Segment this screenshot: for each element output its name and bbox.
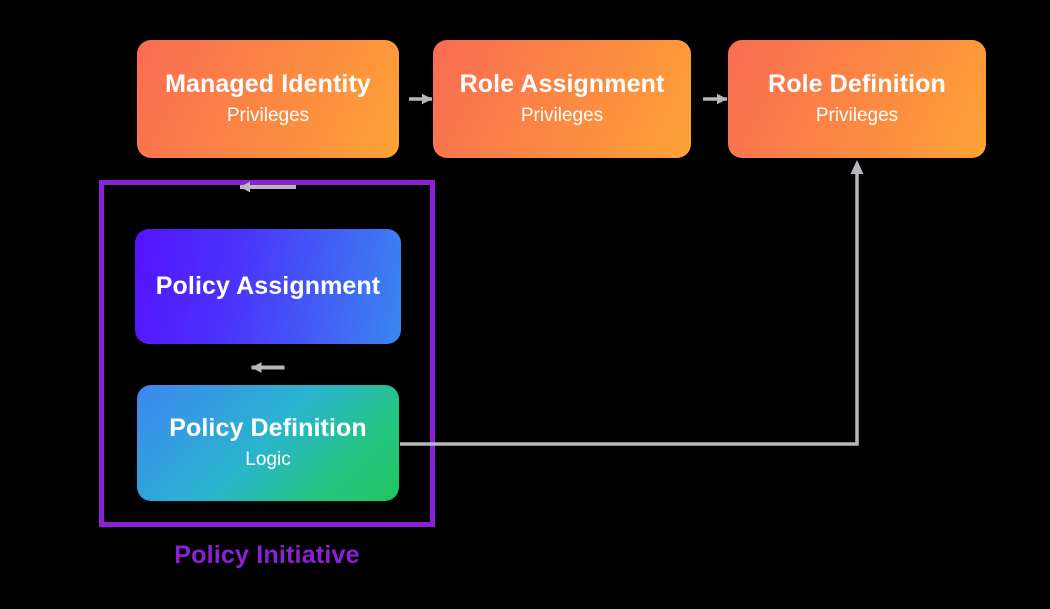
node-role-assignment-title: Role Assignment xyxy=(459,69,665,98)
node-managed-identity-title: Managed Identity xyxy=(165,69,371,98)
node-role-assignment-subtitle: Privileges xyxy=(520,105,604,127)
edge-policy-definition-to-role-definition xyxy=(400,160,864,446)
node-policy-assignment-title: Policy Assignment xyxy=(155,272,381,301)
node-role-definition[interactable]: Role Definition Privileges xyxy=(728,40,986,158)
node-policy-definition[interactable]: Policy Definition Logic xyxy=(137,385,399,501)
node-role-definition-subtitle: Privileges xyxy=(815,105,899,127)
node-policy-assignment[interactable]: Policy Assignment xyxy=(135,229,401,344)
node-managed-identity[interactable]: Managed Identity Privileges xyxy=(137,40,399,158)
node-managed-identity-subtitle: Privileges xyxy=(226,105,310,127)
policy-initiative-label: Policy Initiative xyxy=(174,541,360,569)
node-policy-definition-subtitle: Logic xyxy=(245,449,291,471)
node-policy-definition-title: Policy Definition xyxy=(169,413,367,442)
node-role-definition-title: Role Definition xyxy=(768,69,946,98)
node-role-assignment[interactable]: Role Assignment Privileges xyxy=(433,40,691,158)
